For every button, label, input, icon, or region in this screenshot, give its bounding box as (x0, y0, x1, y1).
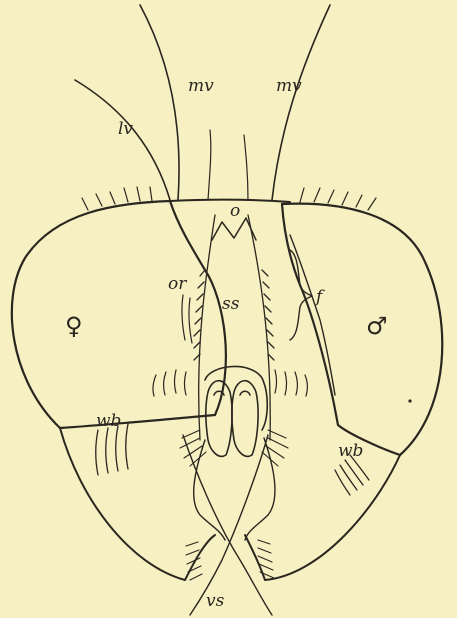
eye-speck (408, 399, 411, 402)
orbital-bristles-left (153, 295, 192, 396)
label-lv: lv (118, 119, 133, 139)
frontal-stripe-left-border (199, 215, 215, 440)
wb-bristles-left (96, 424, 128, 475)
head-outline-left (60, 428, 215, 580)
vibrissa-left (183, 435, 272, 615)
antennae (205, 366, 267, 456)
label-o: o (230, 201, 240, 221)
orbital-bristles-right (275, 370, 307, 396)
vertical-bristle-lv (75, 80, 170, 200)
left-compound-eye (12, 201, 226, 428)
peristomal-hairs-right (258, 540, 274, 578)
wb-bristles-right (335, 455, 369, 495)
right-compound-eye (282, 204, 442, 455)
female-symbol: ♀ (65, 312, 83, 340)
label-or: or (168, 274, 187, 294)
face-ridge-right (245, 438, 275, 540)
label-wb-left: wb (96, 411, 121, 431)
label-vs: vs (206, 591, 225, 611)
label-f: f (314, 287, 325, 307)
label-mv-right: mv (276, 76, 302, 96)
head-outline-right (245, 455, 400, 580)
inner-vertical-bristles (208, 130, 248, 200)
label-wb-right: wb (338, 441, 363, 461)
vertical-bristle-mv-right (272, 5, 330, 200)
label-ss: ss (222, 294, 240, 314)
label-mv-left: mv (188, 76, 214, 96)
male-symbol: ♂ (366, 312, 388, 340)
frontal-groove-right (290, 235, 335, 395)
